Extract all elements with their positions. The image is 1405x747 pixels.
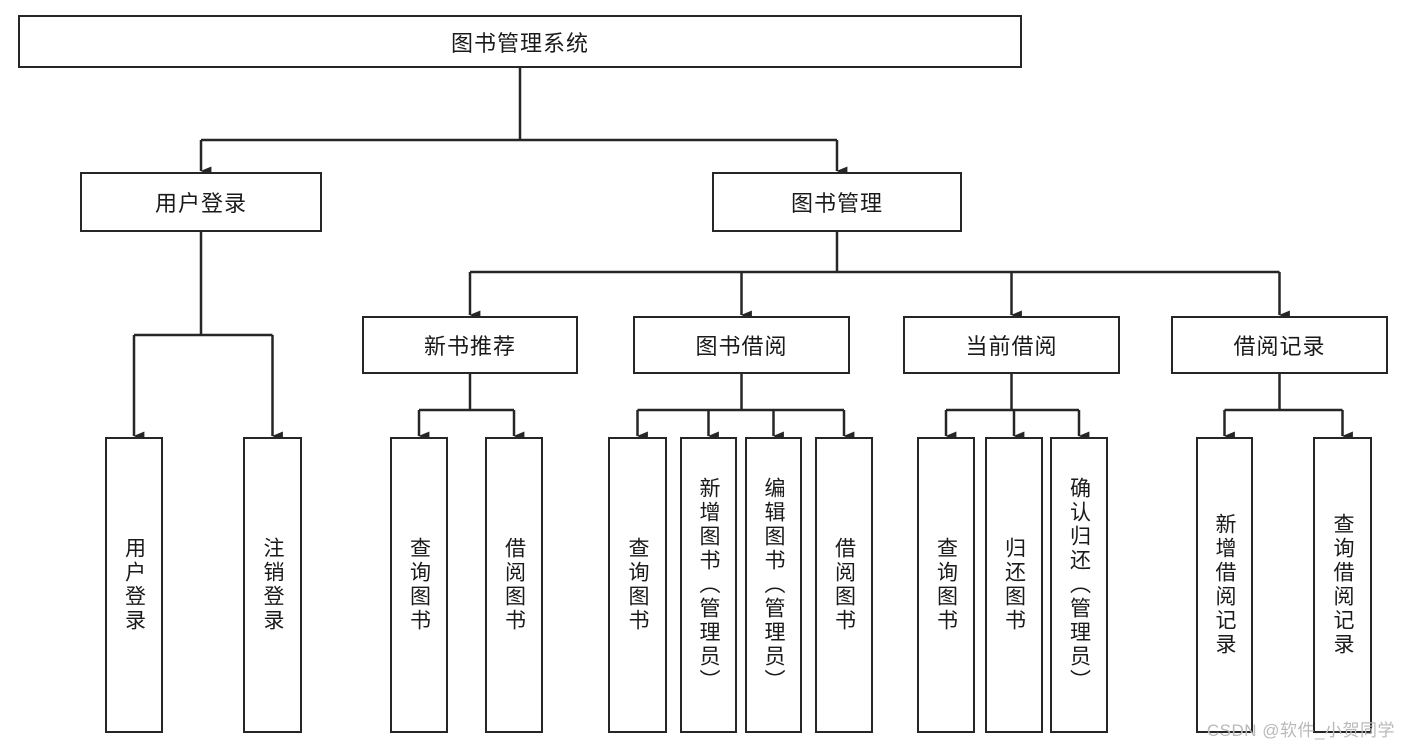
node-leaf1[interactable]: 用户登录 xyxy=(105,437,163,733)
node-label: 新增借阅记录 xyxy=(1213,513,1236,657)
node-leaf4[interactable]: 借阅图书 xyxy=(485,437,543,733)
node-label: 借阅图书 xyxy=(832,537,856,633)
node-l2d[interactable]: 借阅记录 xyxy=(1171,316,1388,374)
node-leaf6[interactable]: 新增图书（管理员） xyxy=(680,437,737,733)
node-label: 新书推荐 xyxy=(423,334,516,359)
node-label: 注销登录 xyxy=(261,537,284,633)
node-leaf9[interactable]: 查询图书 xyxy=(917,437,975,733)
node-label: 图书借阅 xyxy=(695,334,788,359)
node-label: 图书管理系统 xyxy=(450,30,589,56)
node-leaf7[interactable]: 编辑图书（管理员） xyxy=(745,437,802,733)
node-label: 查询借阅记录 xyxy=(1331,513,1354,657)
node-root[interactable]: 图书管理系统 xyxy=(18,15,1022,68)
node-label: 查询图书 xyxy=(934,537,958,633)
node-leaf5[interactable]: 查询图书 xyxy=(608,437,667,733)
node-label: 新增图书（管理员） xyxy=(697,477,720,693)
node-leaf10[interactable]: 归还图书 xyxy=(985,437,1043,733)
node-l1a[interactable]: 用户登录 xyxy=(80,172,322,232)
watermark-text: CSDN @软件_小贺同学 xyxy=(1206,721,1395,740)
edge-group xyxy=(132,68,1353,441)
node-label: 当前借阅 xyxy=(965,334,1058,359)
node-label: 图书管理 xyxy=(790,191,883,216)
node-leaf11[interactable]: 确认归还（管理员） xyxy=(1050,437,1108,733)
node-label: 借阅图书 xyxy=(502,537,526,633)
node-label: 编辑图书（管理员） xyxy=(762,477,785,693)
node-label: 确认归还（管理员） xyxy=(1067,477,1091,693)
node-l2a[interactable]: 新书推荐 xyxy=(362,316,578,374)
node-label: 借阅记录 xyxy=(1233,334,1326,359)
node-leaf2[interactable]: 注销登录 xyxy=(243,437,302,733)
node-leaf8[interactable]: 借阅图书 xyxy=(815,437,873,733)
node-l2c[interactable]: 当前借阅 xyxy=(903,316,1120,374)
node-label: 归还图书 xyxy=(1002,537,1026,633)
node-label: 查询图书 xyxy=(407,537,431,633)
node-label: 查询图书 xyxy=(626,537,649,633)
node-label: 用户登录 xyxy=(154,191,247,216)
node-leaf13[interactable]: 查询借阅记录 xyxy=(1313,437,1372,733)
node-leaf3[interactable]: 查询图书 xyxy=(390,437,448,733)
node-leaf12[interactable]: 新增借阅记录 xyxy=(1196,437,1253,733)
node-l2b[interactable]: 图书借阅 xyxy=(633,316,850,374)
node-label: 用户登录 xyxy=(122,537,146,633)
node-l1b[interactable]: 图书管理 xyxy=(712,172,962,232)
